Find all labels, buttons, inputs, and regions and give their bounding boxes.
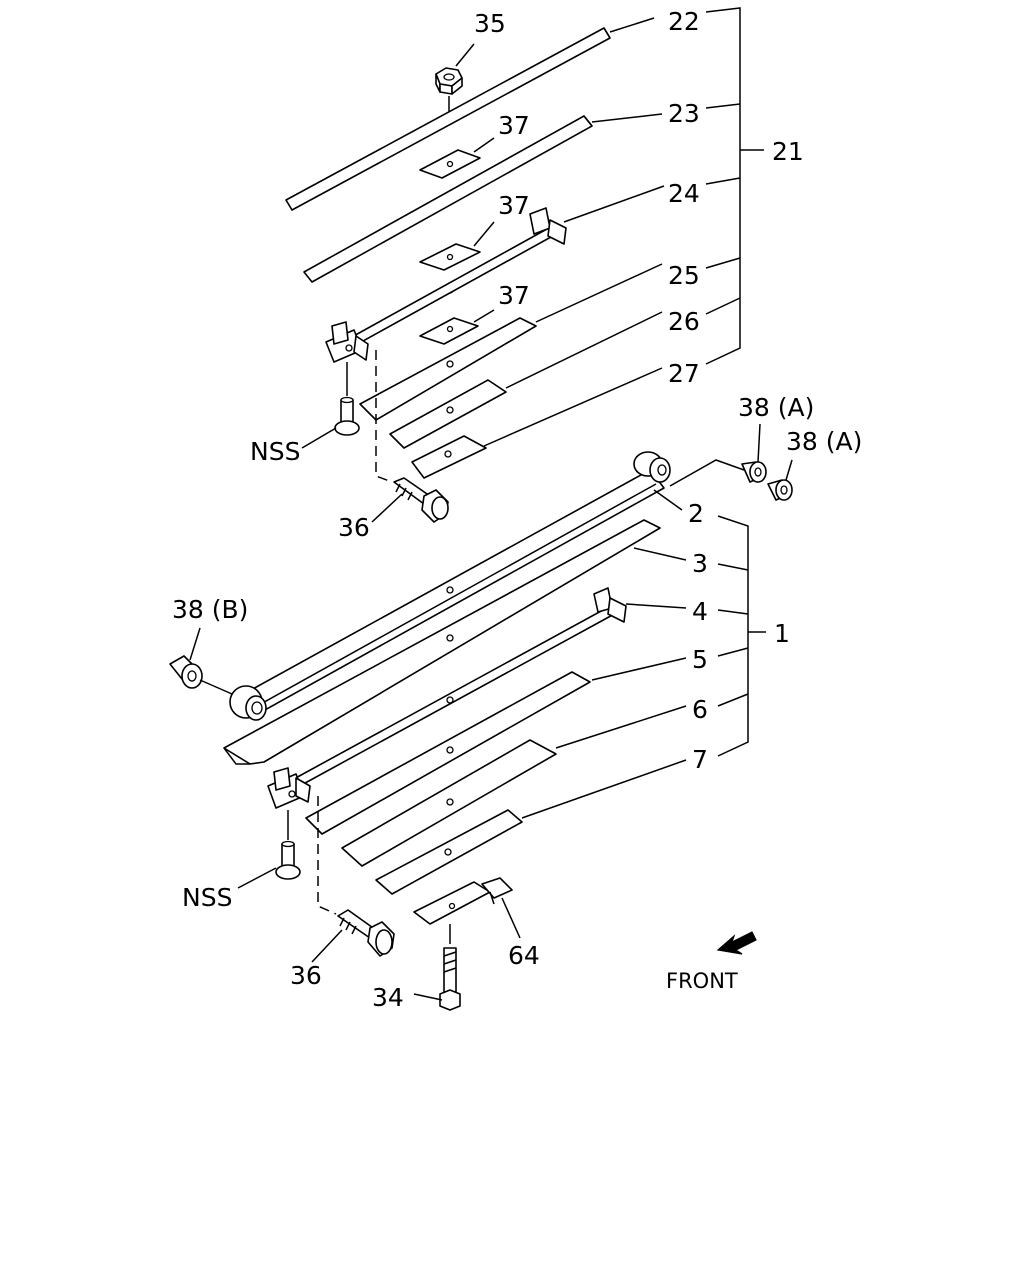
leader-lines [189,17,793,1001]
leaf-22 [285,27,611,211]
label-36-lower: 36 [290,961,322,990]
bolt-34 [439,924,461,1011]
label-4: 4 [692,597,708,626]
bushing-38b [169,655,233,695]
bolt-nss-upper [334,362,360,436]
label-38a-2: 38 (A) [786,427,862,456]
bushing-leader [669,459,745,487]
center-hole [444,848,452,856]
label-7: 7 [692,745,708,774]
label-38b: 38 (B) [172,595,248,624]
bolt-path-lower [317,796,337,915]
label-64: 64 [508,941,540,970]
label-nss-lower: NSS [182,883,232,912]
label-26: 26 [668,307,700,336]
leaf-4 [267,587,627,809]
bolt-36-upper [393,477,449,523]
bolt-path-upper [375,350,393,483]
leaf-25 [359,317,537,421]
label-5: 5 [692,645,708,674]
group-bracket-21 [705,7,764,365]
bushing-38a-2 [767,479,793,501]
label-22: 22 [668,7,700,36]
label-25: 25 [668,261,700,290]
label-37-a: 37 [498,111,530,140]
label-37-c: 37 [498,281,530,310]
group-bracket-1 [717,515,766,757]
label-24: 24 [668,179,700,208]
leaf-3 [223,519,661,765]
bolt-nss-lower [275,810,301,880]
label-36-upper: 36 [338,513,370,542]
leaf-26 [389,379,507,449]
liner-hole [446,325,454,333]
label-37-b: 37 [498,191,530,220]
liner-hole [446,253,454,261]
liner-hole [446,160,454,168]
label-35: 35 [474,9,506,38]
label-front: FRONT [666,969,738,993]
center-hole [444,450,452,458]
label-1: 1 [774,619,790,648]
label-38a-1: 38 (A) [738,393,814,422]
label-2: 2 [688,499,704,528]
label-34: 34 [372,983,404,1012]
label-23: 23 [668,99,700,128]
label-6: 6 [692,695,708,724]
bracket-64 [413,877,513,925]
label-3: 3 [692,549,708,578]
center-hole [446,406,454,414]
label-27: 27 [668,359,700,388]
bushing-38a-1 [741,461,767,483]
center-hole [446,746,454,754]
leaf-2 [229,451,671,721]
leaf-24 [325,207,567,363]
leaf-23 [303,115,593,283]
label-nss-upper: NSS [250,437,300,466]
bolt-36-lower [337,909,395,957]
direction-arrow-icon [716,931,757,955]
center-hole [446,360,454,368]
center-hole [446,798,454,806]
label-21: 21 [772,137,804,166]
